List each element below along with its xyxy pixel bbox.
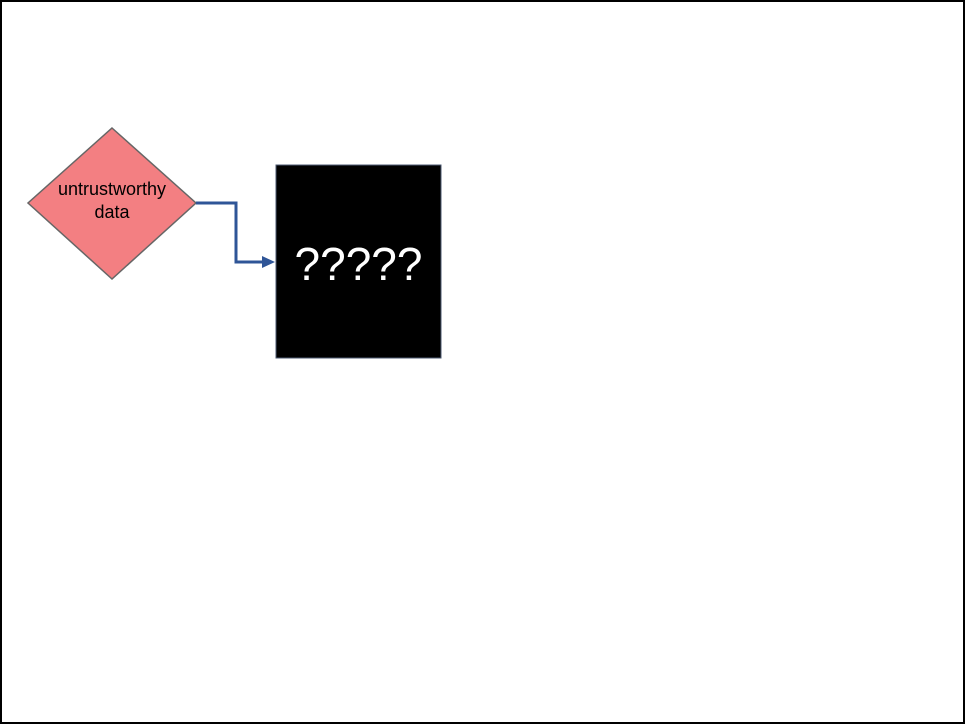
untrustworthy-data-node [26,126,198,281]
data-flow-connector [196,201,263,264]
unknown-process-node [275,164,442,359]
unknown-process-label: ????? [294,238,423,290]
untrustworthy-data-line-1: untrustworthy [57,179,167,199]
untrustworthy-data-label: untrustworthy data [32,178,192,224]
untrustworthy-data-line-2: data [94,202,130,222]
arrowhead-icon [262,256,275,268]
